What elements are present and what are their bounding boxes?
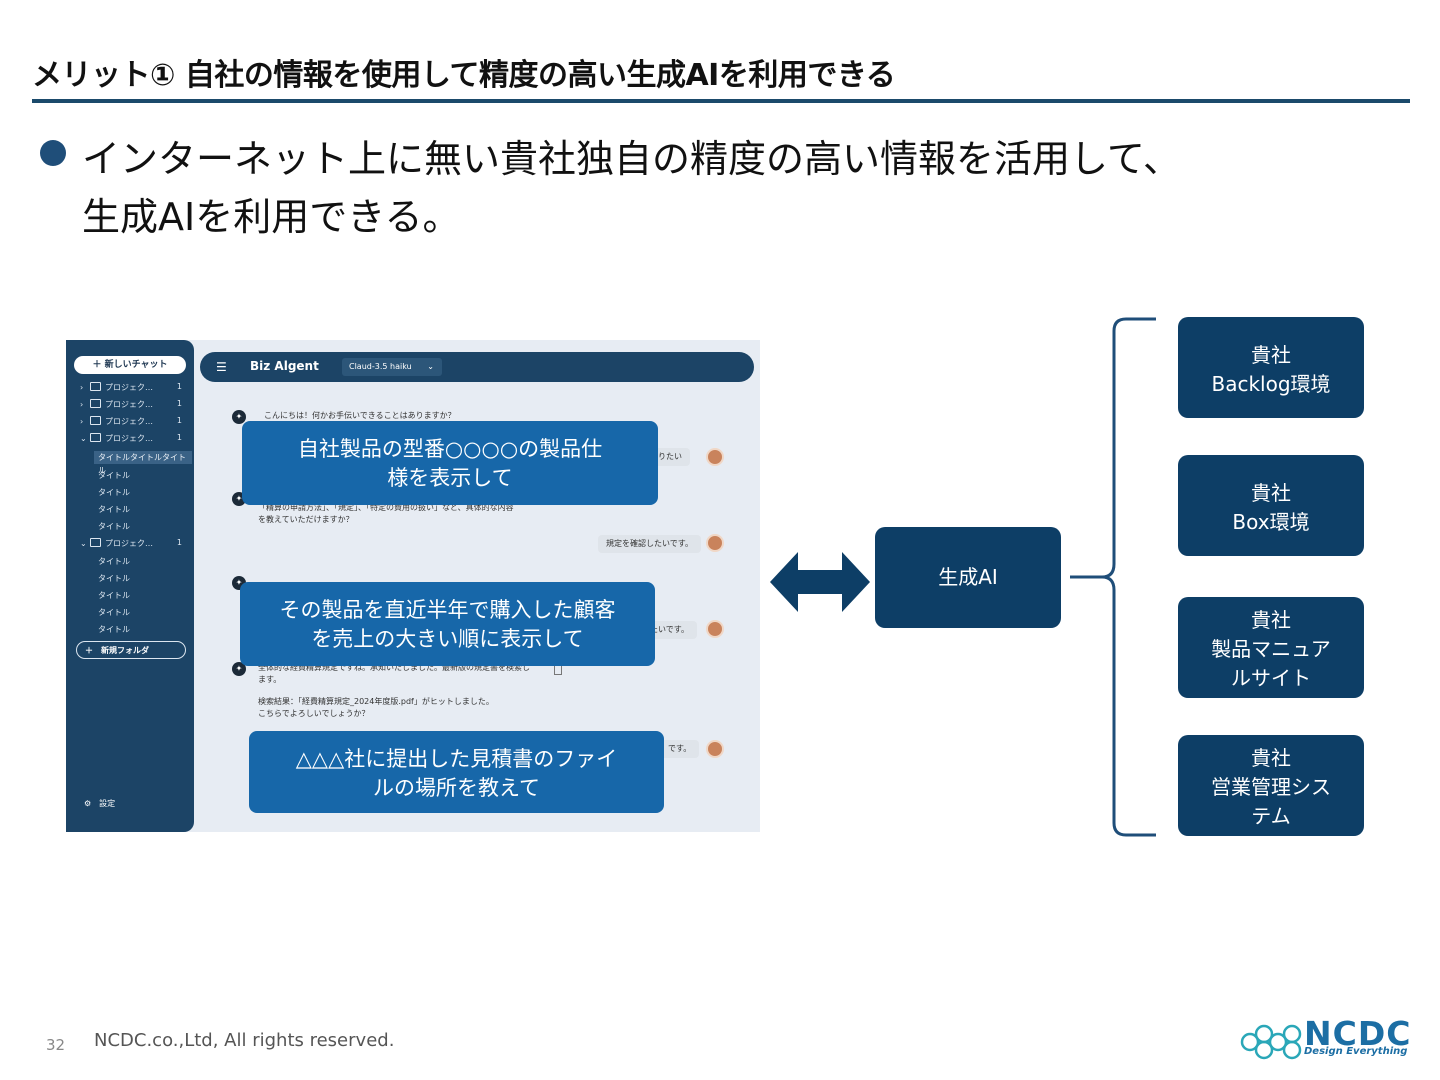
- data-source-box: 貴社 営業管理シス テム: [1178, 735, 1364, 836]
- user-avatar: [706, 448, 724, 466]
- model-select-value: Claud-3.5 haiku: [349, 362, 412, 371]
- ai-avatar-icon: ✦: [232, 410, 246, 424]
- new-folder-button[interactable]: ＋ 新規フォルダ: [76, 641, 186, 659]
- callout-line: ルの場所を教えて: [373, 776, 540, 800]
- example-prompt-callout: 自社製品の型番○○○○の製品仕 様を表示して: [242, 421, 658, 505]
- user-message: たいです。: [642, 621, 697, 639]
- user-message: です。: [660, 740, 700, 758]
- chevron-down-icon: ⌄: [80, 434, 87, 443]
- project-label: プロジェク…: [105, 539, 153, 548]
- example-prompt-callout: その製品を直近半年で購入した顧客 を売上の大きい順に表示して: [240, 582, 655, 666]
- user-avatar: [706, 534, 724, 552]
- genai-box: 生成AI: [875, 527, 1061, 628]
- title-divider: [32, 99, 1410, 103]
- copy-icon[interactable]: [554, 665, 562, 675]
- chevron-right-icon: ›: [80, 400, 84, 409]
- sidebar-chat-item[interactable]: タイトル: [98, 557, 130, 566]
- folder-icon: [90, 538, 101, 547]
- source-line: 貴社: [1251, 481, 1291, 505]
- data-source-box: 貴社 製品マニュア ルサイト: [1178, 597, 1364, 698]
- folder-icon: [90, 416, 101, 425]
- logo-tagline: Design Everything: [1304, 1046, 1408, 1057]
- callout-line: 様を表示して: [387, 466, 513, 490]
- bullet-text-line-2: 生成AIを利用できる。: [82, 195, 461, 239]
- sidebar-project-item[interactable]: › プロジェク… 1: [80, 382, 190, 396]
- bullet-text-line-1: インターネット上に無い貴社独自の精度の高い情報を活用して、: [82, 137, 1181, 181]
- folder-icon: [90, 433, 101, 442]
- ai-message: 検索結果：「経費精算規定_2024年度版.pdf」がヒットしました。: [258, 697, 494, 706]
- sidebar-chat-item[interactable]: タイトル: [98, 574, 130, 583]
- user-message: 規定を確認したいです。: [598, 535, 701, 553]
- chevron-down-icon: ⌄: [80, 539, 87, 548]
- source-line: テム: [1251, 804, 1291, 828]
- sidebar-chat-item[interactable]: タイトル: [98, 591, 130, 600]
- chevron-right-icon: ›: [80, 417, 84, 426]
- source-line: Box環境: [1232, 510, 1310, 534]
- copyright-text: NCDC.co.,Ltd, All rights reserved.: [94, 1030, 395, 1051]
- example-prompt-callout: △△△社に提出した見積書のファイ ルの場所を教えて: [249, 731, 664, 813]
- slide-title: メリット① 自社の情報を使用して精度の高い生成AIを利用できる: [32, 58, 896, 93]
- app-sidebar: [66, 340, 194, 832]
- chevron-right-icon: ›: [80, 383, 84, 392]
- sidebar-chat-item[interactable]: タイトル: [98, 522, 130, 531]
- project-label: プロジェク…: [105, 383, 153, 392]
- project-count: 1: [176, 433, 182, 442]
- project-label: プロジェク…: [105, 434, 153, 443]
- new-chat-button[interactable]: ＋ 新しいチャット: [74, 356, 186, 374]
- sidebar-project-item[interactable]: › プロジェク… 1: [80, 416, 190, 430]
- bullet-dot: [40, 140, 66, 166]
- callout-line: その製品を直近半年で購入した顧客: [279, 598, 616, 622]
- sidebar-chat-item[interactable]: タイトル: [98, 625, 130, 634]
- data-source-box: 貴社 Box環境: [1178, 455, 1364, 556]
- sidebar-chat-item[interactable]: タイトル: [98, 488, 130, 497]
- folder-icon: [90, 382, 101, 391]
- data-source-box: 貴社 Backlog環境: [1178, 317, 1364, 418]
- project-label: プロジェク…: [105, 417, 153, 426]
- double-arrow-icon: [770, 552, 870, 612]
- project-count: 1: [176, 538, 182, 547]
- settings-link[interactable]: ⚙ 設定: [84, 799, 116, 808]
- ai-message: こちらでよろしいでしょうか？: [258, 709, 370, 718]
- source-line: 貴社: [1251, 746, 1291, 770]
- logo-wordmark: NCDC: [1304, 1014, 1412, 1053]
- sidebar-chat-item[interactable]: タイトル: [98, 471, 130, 480]
- source-line: 貴社: [1251, 608, 1291, 632]
- sidebar-selected-chat[interactable]: タイトルタイトルタイトル: [94, 451, 192, 475]
- callout-line: 自社製品の型番○○○○の製品仕: [297, 437, 603, 461]
- user-avatar: [706, 740, 724, 758]
- ai-message: ます。: [258, 675, 282, 684]
- sidebar-chat-item[interactable]: タイトル: [98, 608, 130, 617]
- folder-icon: [90, 399, 101, 408]
- page-number: 32: [46, 1036, 66, 1054]
- app-topbar: [200, 352, 754, 382]
- menu-collapse-icon[interactable]: ☰: [216, 360, 227, 374]
- project-count: 1: [176, 399, 182, 408]
- ai-message: 「精算の申請方法」、「規定」、「特定の費用の扱い」など、具体的な内容: [258, 503, 514, 512]
- sidebar-project-item[interactable]: › プロジェク… 1: [80, 399, 190, 413]
- model-select[interactable]: Claud-3.5 haiku ⌄: [342, 358, 442, 376]
- source-line: Backlog環境: [1211, 372, 1331, 396]
- callout-line: を売上の大きい順に表示して: [311, 627, 584, 651]
- source-line: ルサイト: [1231, 666, 1311, 690]
- ncdc-logo-icon: [1240, 1024, 1302, 1060]
- user-avatar: [706, 620, 724, 638]
- app-brand: Biz Algent: [250, 359, 319, 373]
- ai-message: を教えていただけますか？: [258, 515, 354, 524]
- project-count: 1: [176, 382, 182, 391]
- sidebar-project-item[interactable]: ⌄ プロジェク… 1: [80, 538, 190, 552]
- ai-avatar-icon: ✦: [232, 662, 246, 676]
- curly-brace-connector: [1070, 317, 1156, 837]
- callout-line: △△△社に提出した見積書のファイ: [295, 747, 618, 771]
- sidebar-chat-item[interactable]: タイトル: [98, 505, 130, 514]
- source-line: 製品マニュア: [1211, 637, 1331, 661]
- source-line: 貴社: [1251, 343, 1291, 367]
- ai-message: こんにちは！何かお手伝いできることはありますか？: [264, 411, 456, 420]
- chevron-down-icon: ⌄: [427, 362, 434, 371]
- source-line: 営業管理シス: [1211, 775, 1331, 799]
- project-label: プロジェク…: [105, 400, 153, 409]
- ai-message: 全体的な経費精算規定ですね。承知いたしました。最新版の規定書を検索し: [258, 663, 530, 672]
- project-count: 1: [176, 416, 182, 425]
- sidebar-project-item[interactable]: ⌄ プロジェク… 1: [80, 433, 190, 447]
